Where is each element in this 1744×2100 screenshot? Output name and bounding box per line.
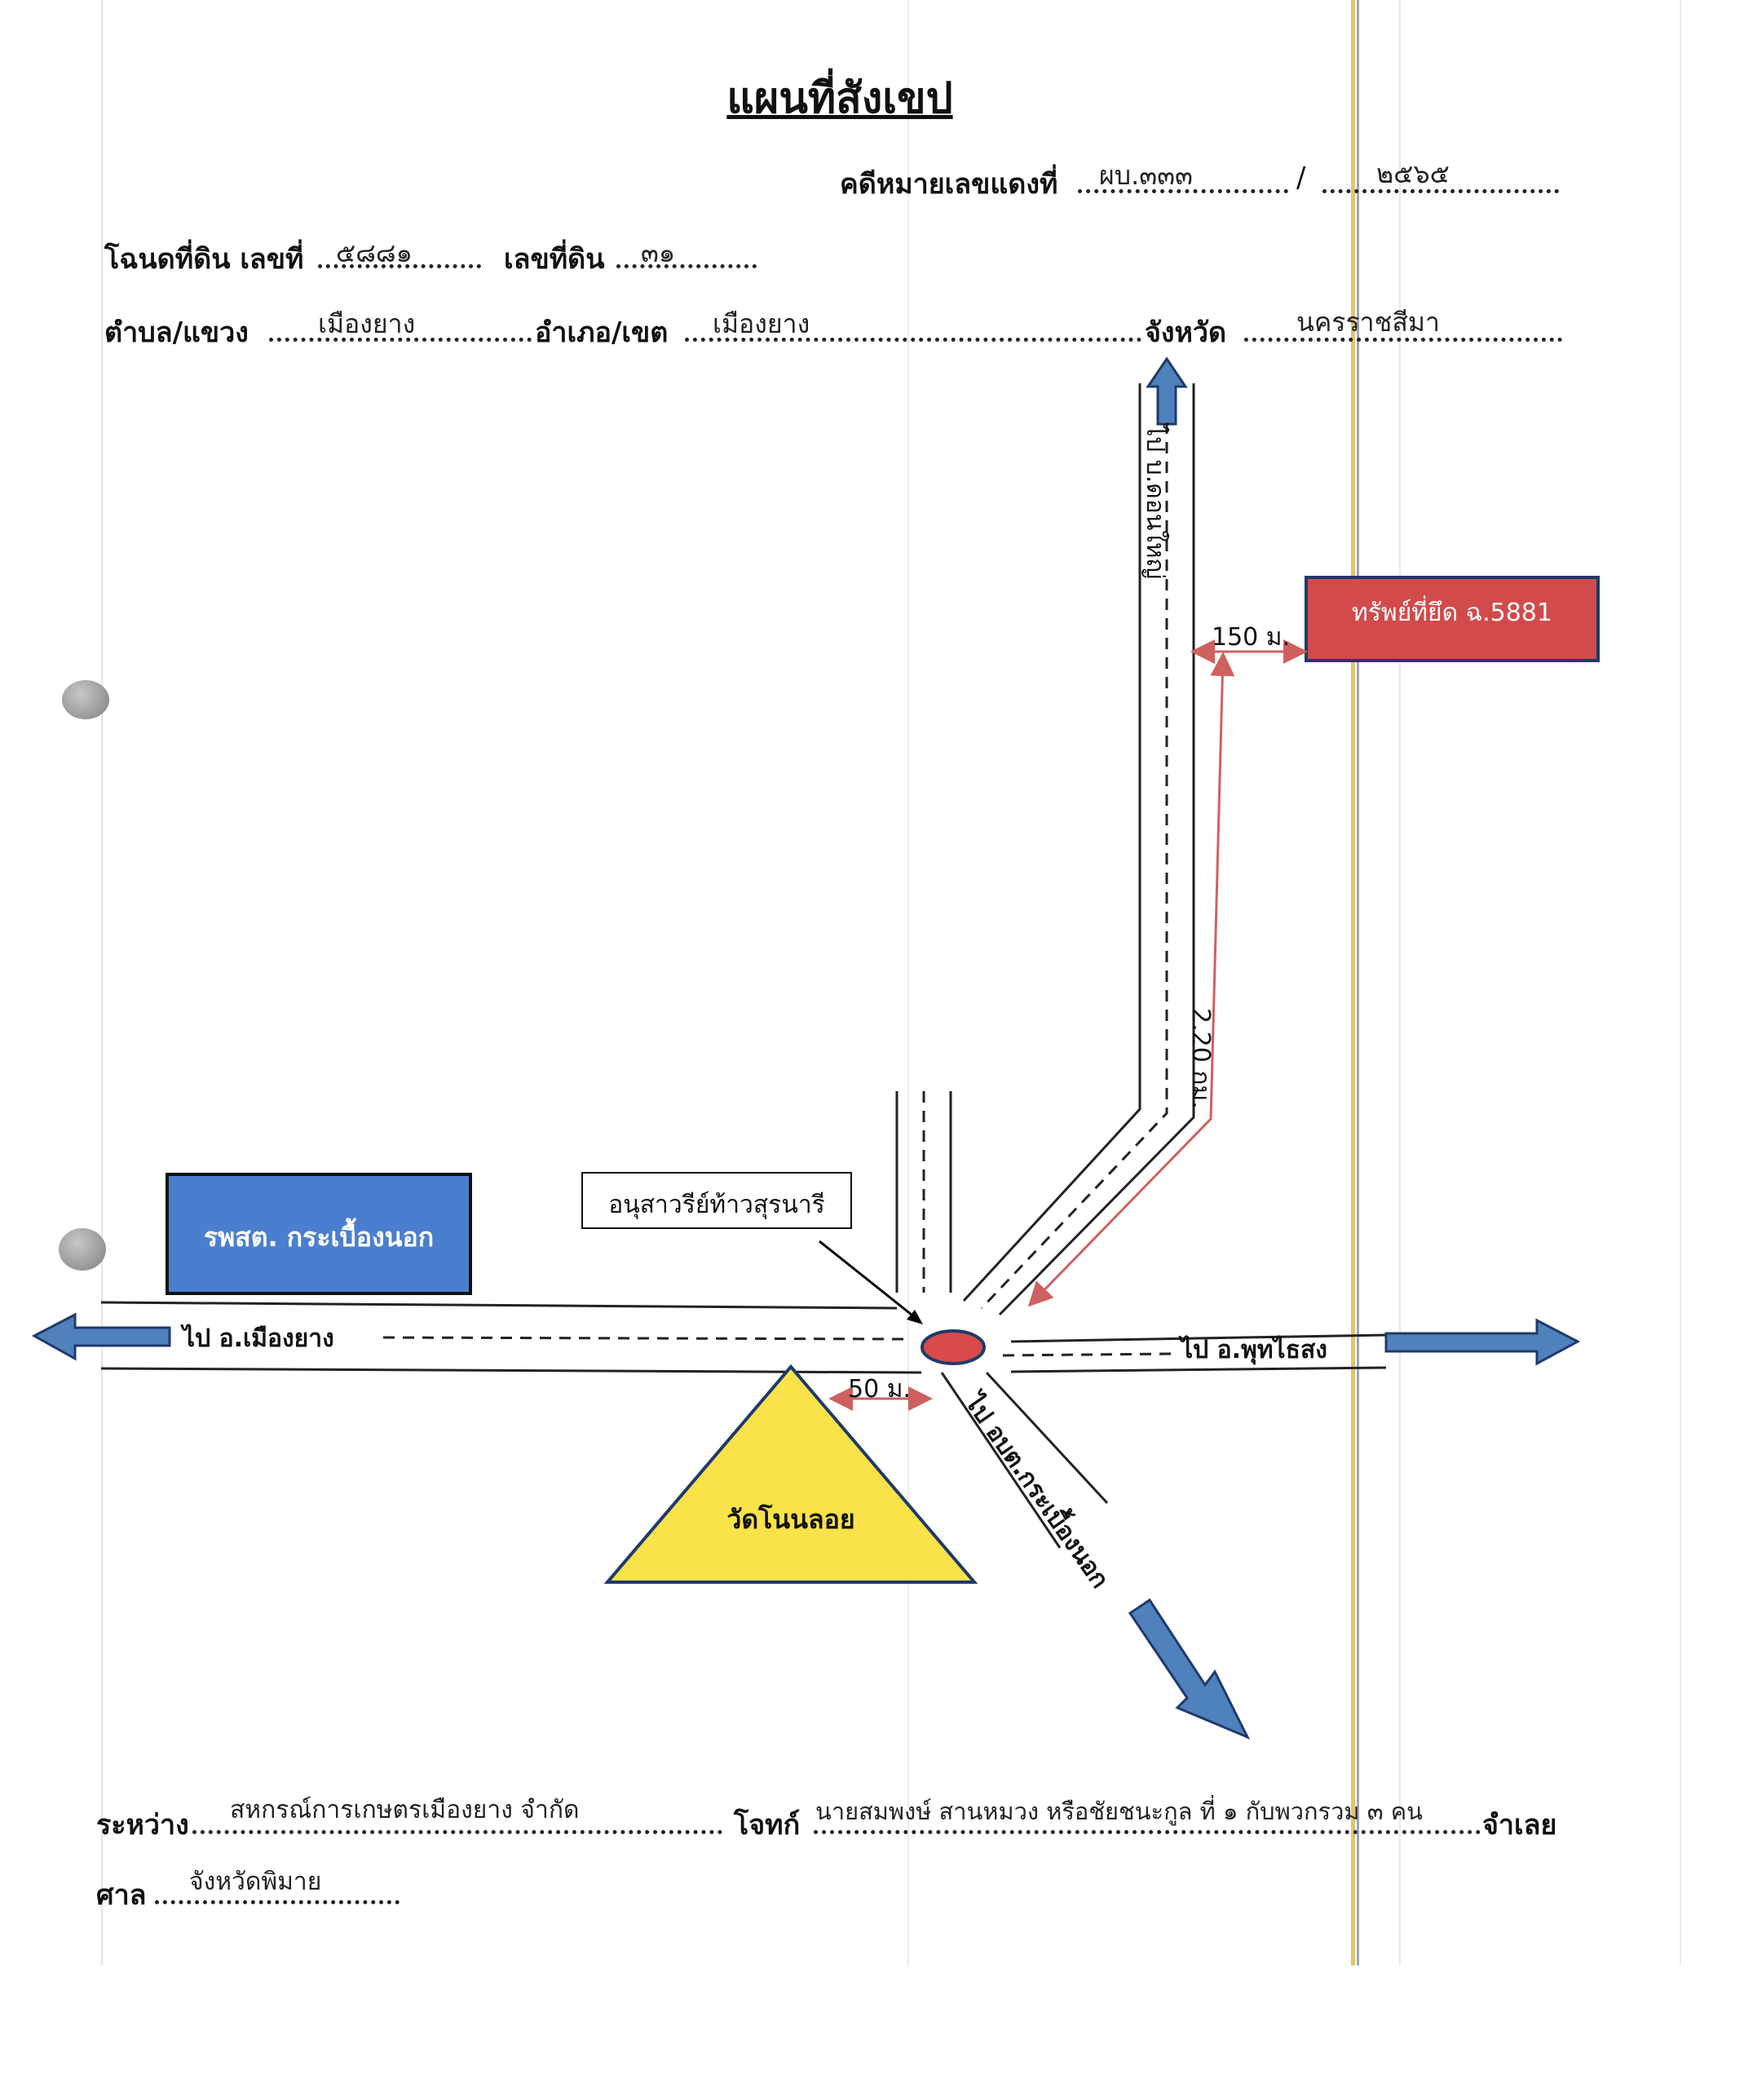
temple-triangle xyxy=(603,1364,978,1584)
seized-property-label: ทรัพย์ที่ยึด ฉ.5881 xyxy=(1352,599,1552,627)
deed-number: ๕๘๘๑ xyxy=(336,237,413,268)
west-arrow-icon xyxy=(31,1312,171,1361)
punch-hole-top xyxy=(62,680,109,719)
road-north-label: ไป บ.ดอนใหญ่ xyxy=(1141,424,1169,580)
east-road xyxy=(1002,1333,1387,1373)
plaintiff-name: สหกรณ์การเกษตรเมืองยาง จำกัด xyxy=(230,1796,580,1824)
scan-line-right xyxy=(1399,0,1401,1965)
case-year-dots xyxy=(1322,189,1559,193)
distance-220-label: 2.20 กม. xyxy=(1186,1008,1215,1109)
southeast-road xyxy=(940,1371,1109,1549)
province-value: นครราชสีมา xyxy=(1296,307,1440,338)
case-number-dots xyxy=(1078,189,1288,193)
province-dots xyxy=(1244,338,1562,342)
temple-label: วัดโนนลอย xyxy=(726,1504,855,1535)
scan-line-gray xyxy=(1357,0,1359,1965)
plaintiff-dots xyxy=(192,1830,722,1834)
monument-label-box xyxy=(581,1172,852,1229)
road-east-label: ไป อ.พุทไธสง xyxy=(1181,1336,1327,1364)
distance-150-label: 150 ม. xyxy=(1212,623,1291,652)
court-label: ศาล xyxy=(96,1879,147,1912)
subdistrict-label: ตำบล/แขวง xyxy=(104,316,249,349)
north-arrow-icon xyxy=(1146,356,1188,426)
page-title: แผนที่สังเขป xyxy=(726,74,953,123)
defendant-name: นายสมพงษ์ สานหมวง หรือชัยชนะกูล ที่ ๑ กั… xyxy=(815,1797,1423,1825)
district-value: เมืองยาง xyxy=(713,308,810,339)
road-west-label: ไป อ.เมืองยาง xyxy=(183,1324,334,1353)
scan-line-left xyxy=(101,0,103,1965)
scan-line-mid xyxy=(907,0,909,1965)
hospital-box xyxy=(166,1173,472,1295)
province-label: จังหวัด xyxy=(1145,316,1227,349)
monument-label: อนุสาวรีย์ท้าวสุรนารี xyxy=(608,1191,825,1219)
case-number: ผบ.๓๓๓ xyxy=(1099,160,1193,191)
subdistrict-value: เมืองยาง xyxy=(318,308,416,339)
distance-50-label: 50 ม. xyxy=(848,1375,912,1404)
measure-220-line xyxy=(1027,652,1235,1307)
seized-property-box xyxy=(1305,576,1600,662)
case-label: คดีหมายเลขแดงที่ xyxy=(840,168,1058,201)
defendant-dots xyxy=(814,1830,1481,1834)
scan-line-far-right xyxy=(1680,0,1681,1965)
deed-label: โฉนดที่ดิน เลขที่ xyxy=(104,243,304,276)
east-arrow-icon xyxy=(1384,1318,1581,1366)
case-year: ๒๕๖๕ xyxy=(1376,158,1450,189)
land-number: ๓๑ xyxy=(641,237,676,268)
plaintiff-label: โจทก์ xyxy=(734,1809,801,1841)
north-stub-road xyxy=(895,1091,952,1293)
court-name: จังหวัดพิมาย xyxy=(189,1868,322,1896)
deed-number-dots xyxy=(318,264,481,268)
land-number-label: เลขที่ดิน xyxy=(504,243,605,276)
monument-pointer xyxy=(819,1240,921,1323)
district-label: อำเภอ/เขต xyxy=(535,316,669,349)
hospital-label: รพสต. กระเบื้องนอก xyxy=(203,1222,435,1253)
subdistrict-dots xyxy=(269,338,532,342)
court-dots xyxy=(155,1900,400,1904)
monument-marker xyxy=(921,1329,986,1365)
land-number-dots xyxy=(616,264,757,268)
between-label: ระหว่าง xyxy=(96,1809,189,1841)
scan-line-yellow xyxy=(1351,0,1355,1965)
monument-pointer-head xyxy=(907,1310,923,1324)
punch-hole-bottom xyxy=(59,1228,106,1271)
district-dots xyxy=(685,338,1141,342)
defendant-label: จำเลย xyxy=(1482,1809,1557,1841)
southeast-arrow-icon xyxy=(1128,1598,1251,1740)
case-separator: / xyxy=(1296,161,1306,194)
